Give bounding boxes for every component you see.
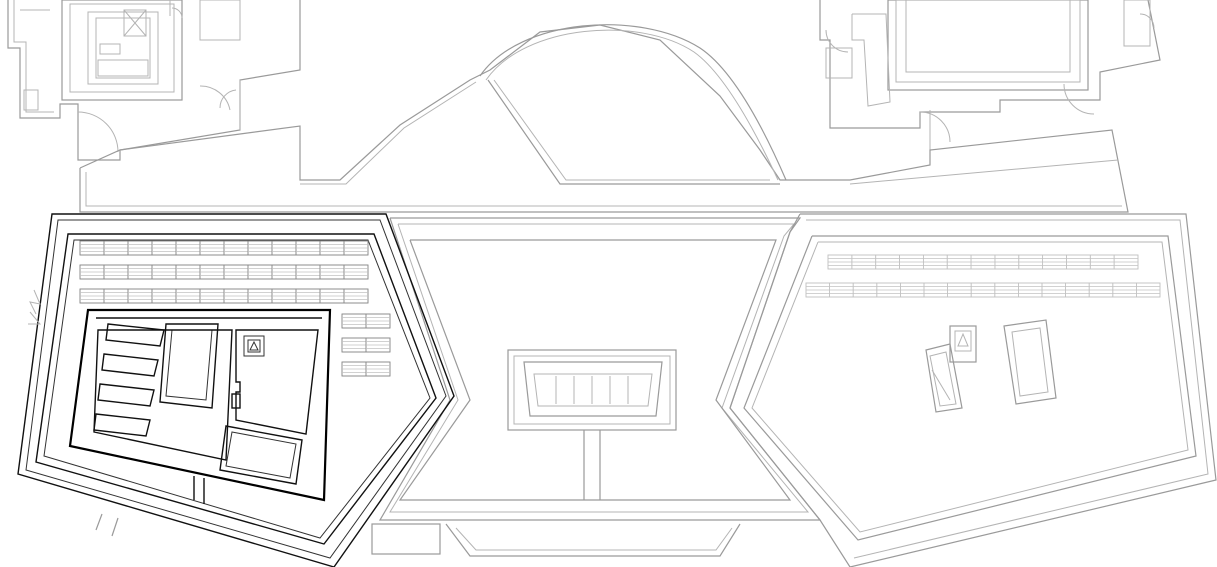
solar-row-3 <box>79 288 369 304</box>
west-entry-marks <box>28 289 119 537</box>
east-solar-row-2 <box>805 282 1161 298</box>
central-roof <box>371 217 822 557</box>
upper-left-building <box>7 0 301 161</box>
entrance-band <box>79 24 1129 213</box>
small-solar-panels <box>341 313 391 377</box>
upper-right-building <box>819 0 1161 160</box>
skylight-panels <box>555 376 629 404</box>
highlighted-roof <box>17 213 455 567</box>
solar-row-1 <box>79 240 369 256</box>
solar-row-2 <box>79 264 369 280</box>
east-solar-row-1 <box>827 254 1139 270</box>
east-roof-wing <box>729 213 1217 567</box>
